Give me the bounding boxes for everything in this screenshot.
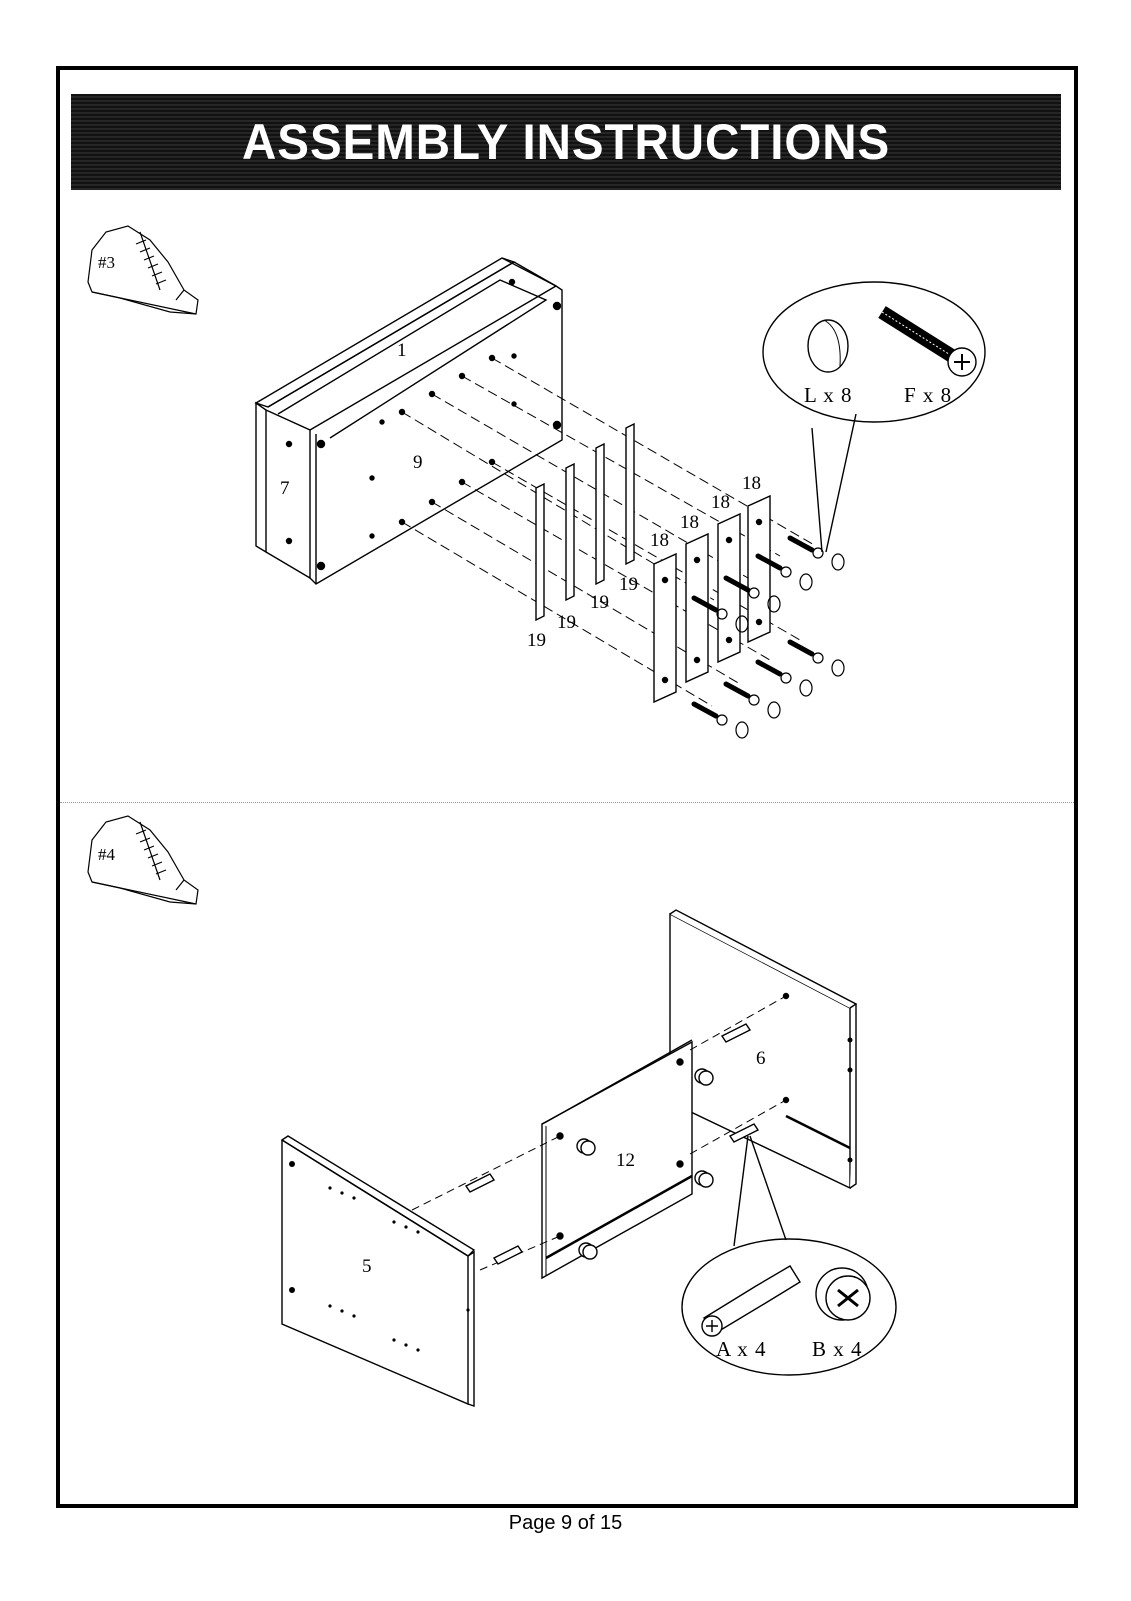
page-title: ASSEMBLY INSTRUCTIONS bbox=[241, 114, 891, 170]
hardware-callout bbox=[762, 281, 986, 553]
step-divider bbox=[60, 802, 1074, 803]
part-label: 12 bbox=[616, 1150, 635, 1171]
step-3: #3 bbox=[87, 225, 986, 739]
cabinet-box bbox=[254, 257, 563, 585]
hardware-label: A x 4 bbox=[716, 1337, 767, 1361]
part-label: 1 bbox=[397, 340, 407, 361]
panel-6 bbox=[669, 909, 858, 1190]
sneaker-icon bbox=[87, 225, 199, 315]
part-label: 9 bbox=[413, 452, 423, 473]
hardware-callout bbox=[681, 1135, 897, 1376]
part-label: 7 bbox=[280, 478, 290, 499]
hardware-label: B x 4 bbox=[812, 1337, 863, 1361]
sneaker-icon bbox=[87, 815, 199, 905]
part-label: 19 bbox=[590, 592, 609, 613]
cam-bolt-icon bbox=[464, 1023, 760, 1265]
cam-lock-icon bbox=[576, 1068, 714, 1260]
part-label: 19 bbox=[557, 612, 576, 633]
title-banner: ASSEMBLY INSTRUCTIONS bbox=[71, 94, 1061, 190]
part-label: 19 bbox=[619, 574, 638, 595]
step-badge: #4 bbox=[98, 845, 116, 864]
bracket-18 bbox=[653, 494, 771, 704]
hardware-label: L x 8 bbox=[804, 383, 853, 407]
part-label: 18 bbox=[711, 492, 730, 513]
screw-icon bbox=[691, 535, 815, 719]
cap-icon bbox=[716, 547, 845, 739]
part-label: 6 bbox=[756, 1048, 766, 1069]
part-label: 18 bbox=[742, 473, 761, 494]
part-label: 19 bbox=[527, 630, 546, 651]
step-badge: #3 bbox=[98, 253, 115, 272]
panel-12 bbox=[541, 1039, 693, 1280]
part-label: 18 bbox=[650, 530, 669, 551]
part-label: 5 bbox=[362, 1256, 372, 1277]
page-number: Page 9 of 15 bbox=[508, 1512, 623, 1534]
hardware-label: F x 8 bbox=[904, 383, 952, 407]
panel-5 bbox=[280, 1135, 476, 1407]
step-4: #4 6 12 bbox=[87, 815, 897, 1407]
part-label: 18 bbox=[680, 512, 699, 533]
page-frame bbox=[56, 66, 1078, 1508]
slat-19 bbox=[535, 422, 635, 622]
